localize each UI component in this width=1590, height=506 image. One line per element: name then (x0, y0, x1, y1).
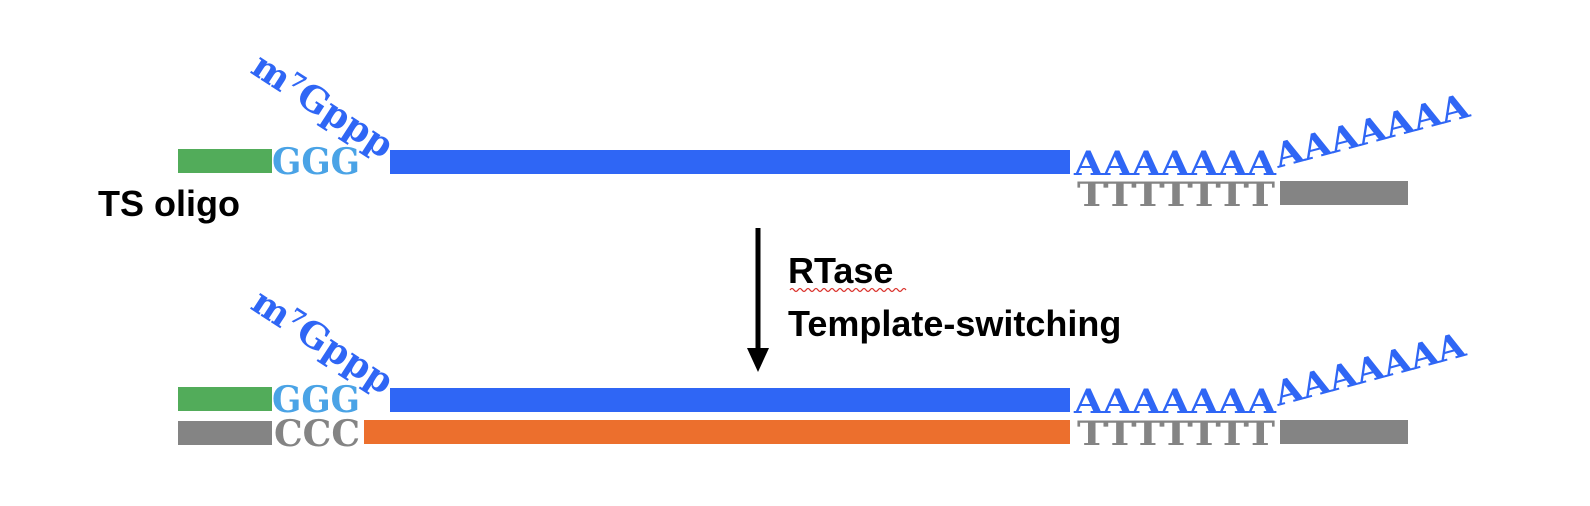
step-label-template-switching: Template-switching (788, 303, 1121, 344)
bottom-ggg-text: GGG (272, 379, 360, 421)
bottom-mrna-bar (390, 388, 1070, 412)
bottom-ccc-text: CCC (274, 413, 360, 455)
step-label-rtase: RTase (788, 250, 893, 291)
top-polyT-text: TTTTTTT (1077, 175, 1275, 215)
top-ggg-text: GGG (272, 141, 360, 183)
top-polyA-text-2: AAAAAAA (1269, 86, 1474, 177)
bottom-polyT-text: TTTTTTT (1077, 414, 1275, 454)
spellcheck-squiggle (789, 287, 907, 293)
top-polyA-text-1: AAAAAAA (1073, 144, 1277, 184)
step-arrow-head (747, 348, 769, 372)
top-oligo-dt-bar (1280, 181, 1408, 205)
ts-oligo-label: TS oligo (98, 183, 240, 224)
reaction-step: RTase Template-switching (747, 228, 1121, 372)
bottom-cdna-bar (364, 420, 1070, 444)
bottom-polyA-text-2: AAAAAAA (1269, 325, 1470, 415)
top-construct: GGG m⁷Gppp AAAAAAA AAAAAAA TTTTTTT TS ol… (98, 44, 1474, 224)
bottom-ts-oligo-bar (178, 387, 272, 411)
top-ts-oligo-bar (178, 149, 272, 173)
bottom-primer-bar-left (178, 421, 272, 445)
bottom-polyA-text-1: AAAAAAA (1073, 382, 1277, 422)
top-mrna-bar (390, 150, 1070, 174)
bottom-oligo-dt-bar (1280, 420, 1408, 444)
